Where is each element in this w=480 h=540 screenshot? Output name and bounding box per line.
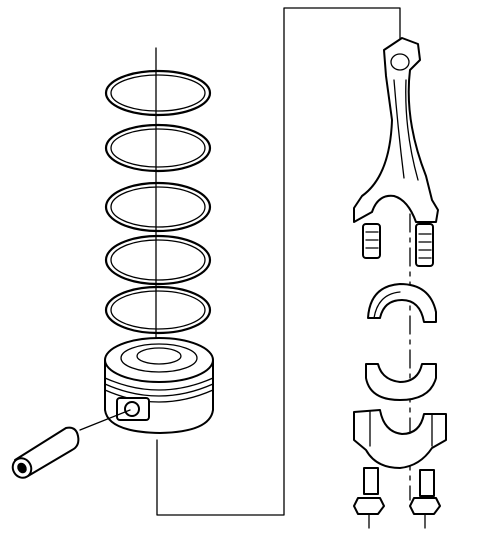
rod-cap: [353, 409, 447, 497]
piston-ring-4: [104, 234, 212, 286]
piston-ring-1: [104, 69, 212, 117]
piston-ring-3: [104, 181, 212, 233]
connecting-rod: [353, 37, 439, 267]
piston-pin: [11, 409, 131, 479]
rod-nut-right: [409, 497, 441, 529]
piston: [104, 337, 214, 434]
upper-bearing-insert: [367, 283, 437, 323]
piston-ring-5: [104, 285, 212, 335]
piston-ring-2: [104, 123, 212, 173]
lower-bearing-insert: [365, 363, 437, 401]
rod-nut-left: [353, 497, 385, 529]
